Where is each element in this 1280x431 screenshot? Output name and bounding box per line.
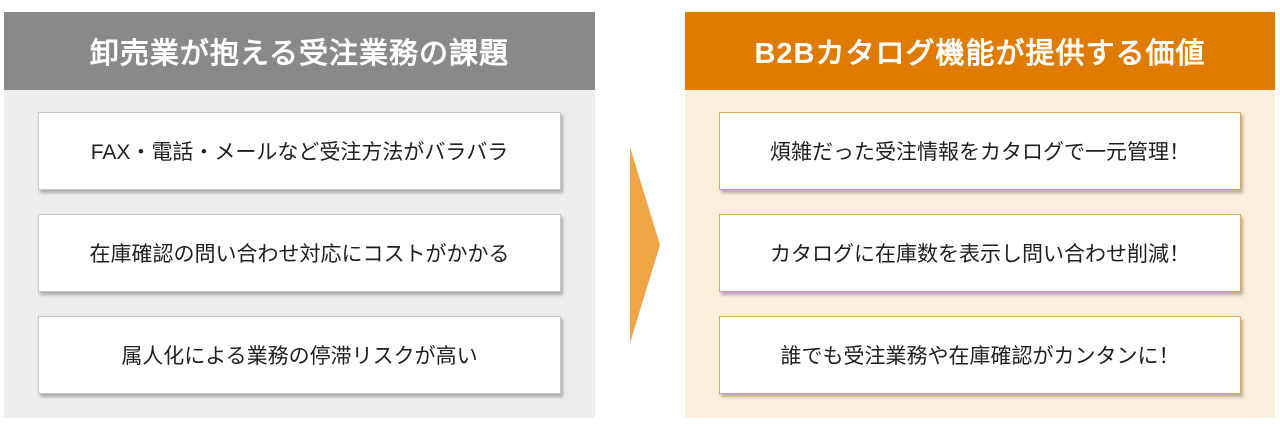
values-panel-body: 煩雑だった受注情報をカタログで一元管理！ カタログに在庫数を表示し問い合わせ削減… xyxy=(685,90,1275,418)
right-arrow-icon xyxy=(630,147,660,343)
challenge-item-3: 属人化による業務の停滞リスクが高い xyxy=(38,316,561,394)
value-item-3: 誰でも受注業務や在庫確認がカンタンに！ xyxy=(719,316,1241,394)
value-item-2: カタログに在庫数を表示し問い合わせ削減！ xyxy=(719,214,1241,292)
value-item-1: 煩雑だった受注情報をカタログで一元管理！ xyxy=(719,112,1241,190)
challenges-panel: 卸売業が抱える受注業務の課題 FAX・電話・メールなど受注方法がバラバラ 在庫確… xyxy=(4,12,595,418)
challenge-item-2: 在庫確認の問い合わせ対応にコストがかかる xyxy=(38,214,561,292)
challenges-panel-title: 卸売業が抱える受注業務の課題 xyxy=(4,12,595,90)
values-panel-title: B2Bカタログ機能が提供する価値 xyxy=(685,12,1275,90)
values-panel: B2Bカタログ機能が提供する価値 煩雑だった受注情報をカタログで一元管理！ カタ… xyxy=(685,12,1275,418)
challenge-item-1: FAX・電話・メールなど受注方法がバラバラ xyxy=(38,112,561,190)
challenges-panel-body: FAX・電話・メールなど受注方法がバラバラ 在庫確認の問い合わせ対応にコストがか… xyxy=(4,90,595,418)
